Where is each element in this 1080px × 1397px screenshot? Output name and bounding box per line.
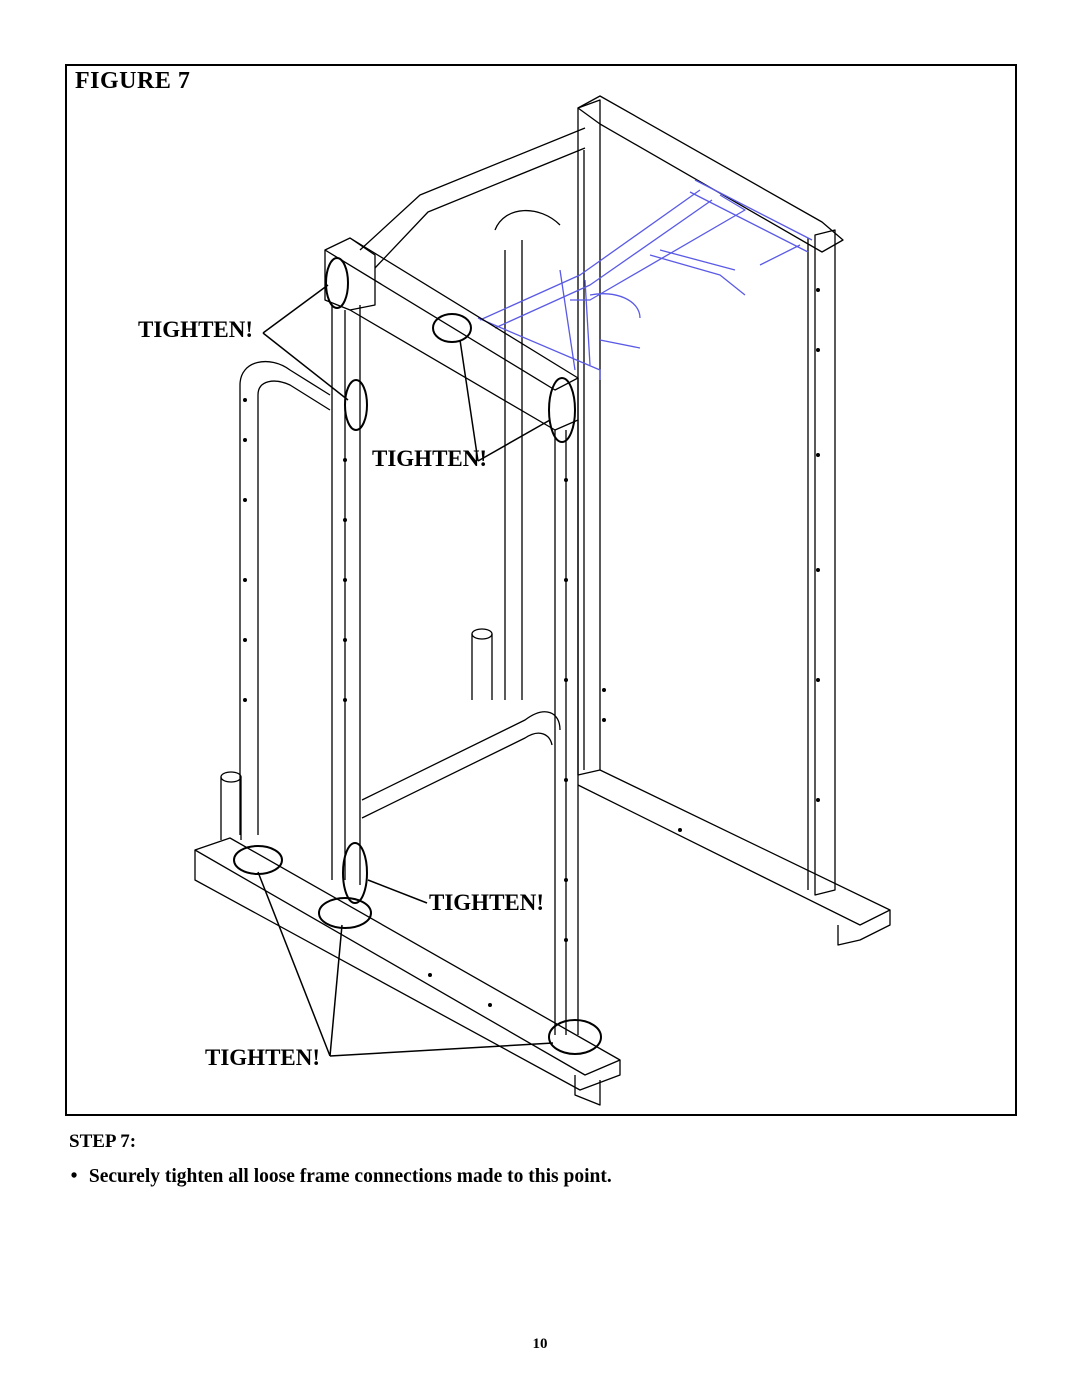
step-instruction: • Securely tighten all loose frame conne… — [64, 1166, 612, 1188]
front-right-upright — [554, 420, 579, 1035]
tighten-callout-upper-left: TIGHTEN! — [138, 317, 254, 342]
page-number: 10 — [532, 1336, 548, 1352]
tighten-callout-upper-right: TIGHTEN! — [372, 446, 488, 471]
left-side-hoop — [239, 361, 331, 835]
tighten-callout-lower-left: TIGHTEN! — [205, 1045, 321, 1070]
base-rails — [194, 769, 891, 1106]
top-rear-crossbars — [359, 127, 586, 700]
tighten-highlight-ellipses — [233, 257, 602, 1055]
lower-crossbar — [361, 711, 561, 819]
figure-title: FIGURE 7 — [75, 68, 191, 94]
pull-up-bar-assembly — [477, 179, 813, 380]
figure-frame — [65, 64, 1017, 1116]
step-label: STEP 7: — [69, 1131, 137, 1152]
callout-leader-lines — [257, 284, 554, 1057]
plate-storage-horns — [220, 628, 493, 840]
bullet-glyph: • — [70, 1166, 78, 1187]
front-top-crossbar — [324, 237, 579, 431]
step-instruction-text: Securely tighten all loose frame connect… — [88, 1166, 612, 1187]
tighten-callout-lower-right: TIGHTEN! — [429, 890, 545, 915]
bolt-holes — [243, 288, 820, 1007]
rear-uprights — [577, 95, 844, 896]
